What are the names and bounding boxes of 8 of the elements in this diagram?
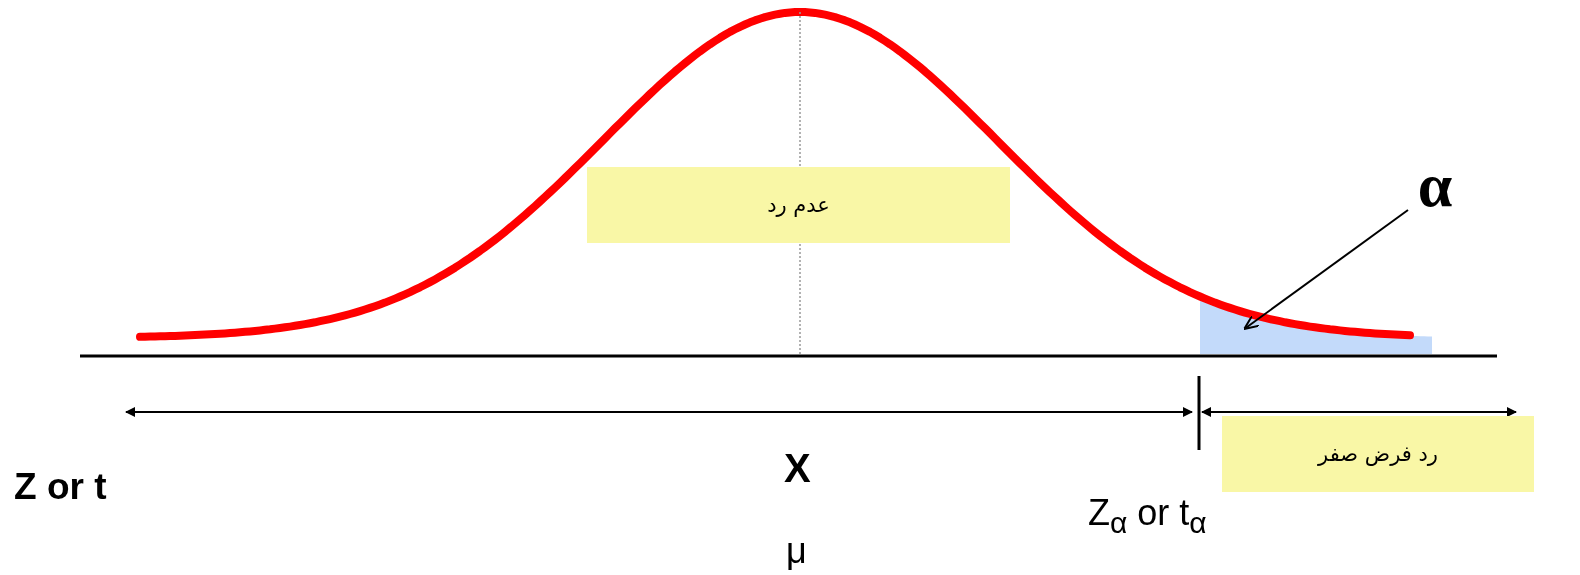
region-label: رد فرض صفر (1222, 416, 1534, 492)
mean-label: μ (786, 530, 807, 572)
critical-value-label: Z$_{α}$ or t$_{α}$ (1088, 492, 1207, 541)
leader-arrow (1243, 209, 1409, 331)
axis-label: X (784, 446, 811, 491)
axis-label: Z or t (14, 466, 107, 508)
region-label: عدم رد (587, 167, 1010, 243)
alpha-symbol: α (1400, 150, 1470, 220)
